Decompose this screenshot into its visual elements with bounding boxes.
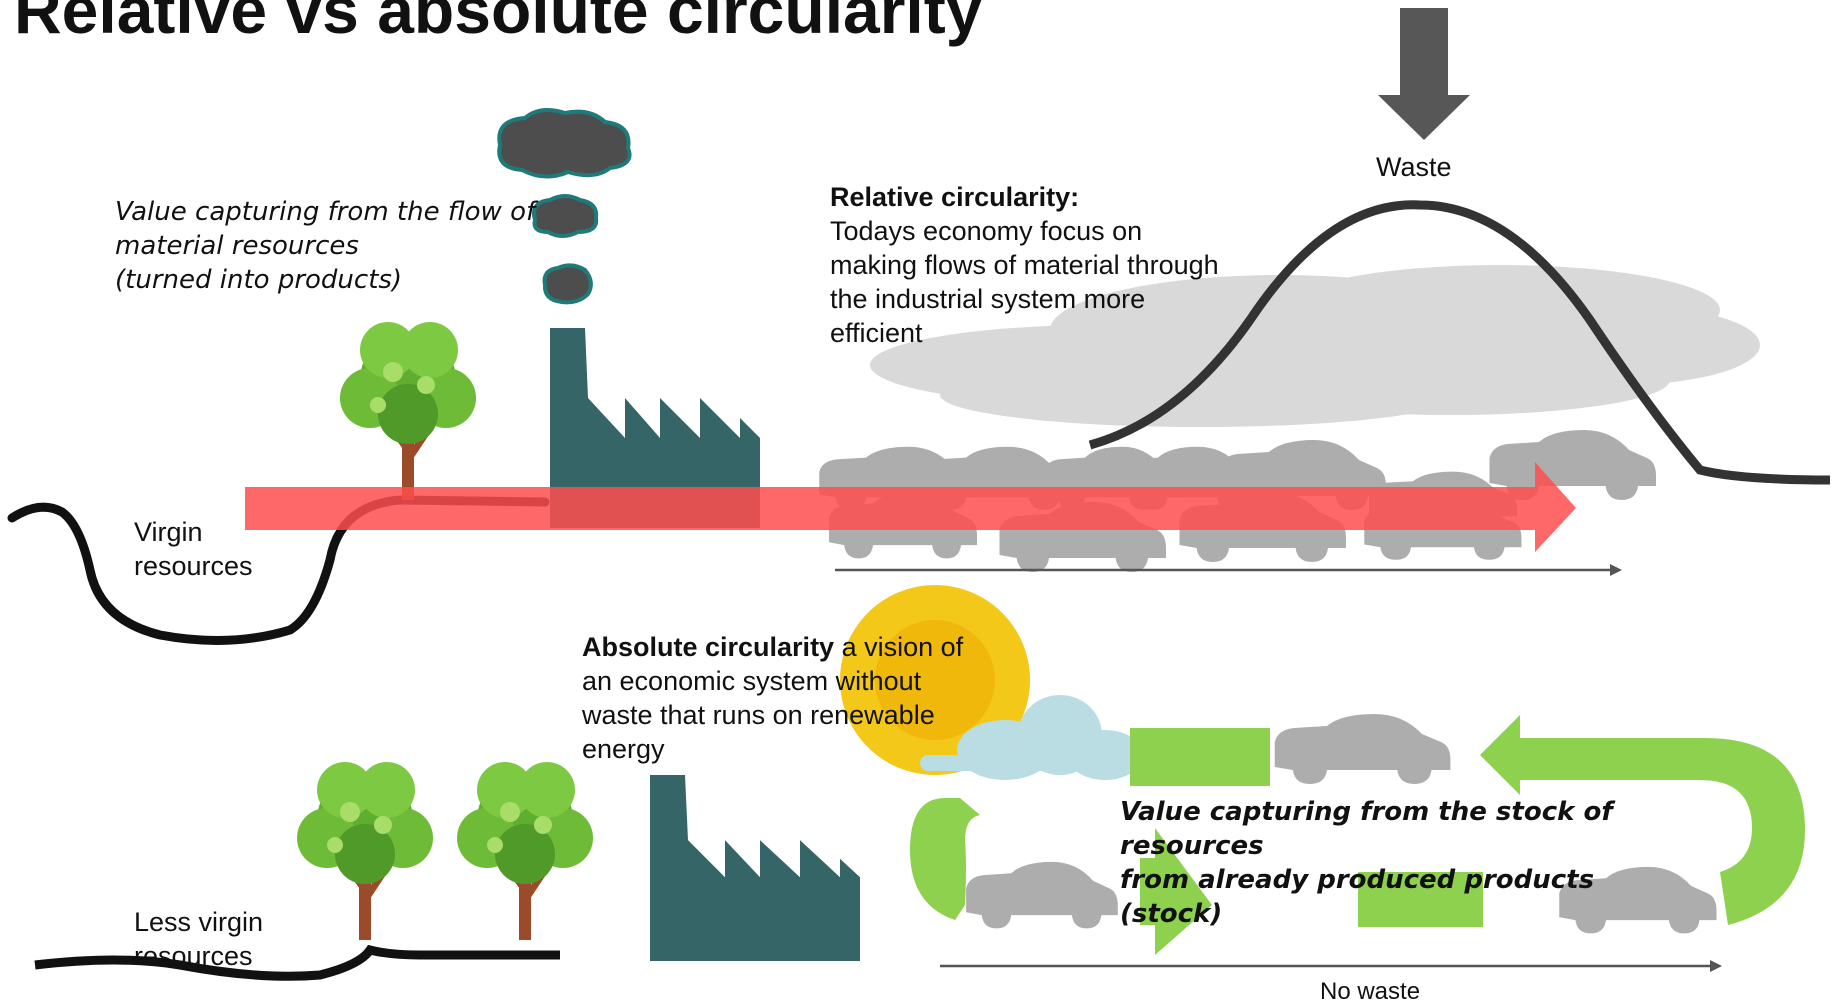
- label-line: Less virgin: [134, 907, 264, 937]
- value-stock-caption: Value capturing from the stock of resour…: [1120, 795, 1680, 931]
- absolute-line: energy: [582, 734, 665, 764]
- less-virgin-resources-label: Less virgin resources: [134, 905, 334, 973]
- circular-loop-green: [910, 715, 1805, 955]
- value-flow-caption: Value capturing from the flow of materia…: [115, 195, 545, 297]
- caption-line: (turned into products): [115, 265, 403, 295]
- no-waste-label: No waste: [1320, 978, 1421, 1005]
- absolute-heading: Absolute circularity: [582, 632, 835, 662]
- absolute-line: waste that runs on renewable: [582, 700, 935, 730]
- caption-line: from already produced products (stock): [1120, 865, 1595, 929]
- car-icon: [1274, 714, 1451, 784]
- haze-cloud: [870, 265, 1760, 427]
- relative-circularity-text: Relative circularity: Todays economy foc…: [830, 180, 1270, 350]
- waste-curve: [1088, 200, 1831, 485]
- caption-line: material resources: [115, 231, 359, 261]
- sky-cloud-icon: [920, 695, 1143, 780]
- page-title: Relative vs absolute circularity: [14, 0, 983, 47]
- relative-heading: Relative circularity:: [830, 182, 1080, 212]
- waste-arrow-icon: [1378, 8, 1470, 140]
- car-icon: [966, 861, 1118, 929]
- caption-line: Value capturing from the stock of resour…: [1120, 797, 1613, 861]
- relative-line: making flows of material through: [830, 250, 1219, 280]
- tree-icon-bottom-2: [457, 762, 593, 940]
- factory-icon-bottom: [650, 775, 860, 961]
- flow-arrow-red: [245, 462, 1576, 552]
- virgin-resources-label: Virgin resources: [134, 515, 294, 583]
- virgin-resources-curve: [7, 495, 550, 645]
- waste-label: Waste: [1376, 152, 1452, 182]
- caption-line: Value capturing from the flow of: [115, 197, 536, 227]
- less-virgin-curve: [34, 944, 560, 981]
- label-line: Virgin: [134, 517, 203, 547]
- label-line: resources: [134, 941, 253, 971]
- absolute-line: an economic system without: [582, 666, 922, 696]
- relative-line: the industrial system more: [830, 284, 1146, 314]
- smoke-icon: [497, 107, 632, 305]
- relative-line: Todays economy focus on: [830, 216, 1143, 246]
- relative-line: efficient: [830, 318, 923, 348]
- tree-icon-top: [340, 322, 476, 500]
- absolute-line: a vision of: [834, 632, 964, 662]
- absolute-circularity-text: Absolute circularity a vision of an econ…: [582, 630, 1002, 766]
- label-line: resources: [134, 551, 253, 581]
